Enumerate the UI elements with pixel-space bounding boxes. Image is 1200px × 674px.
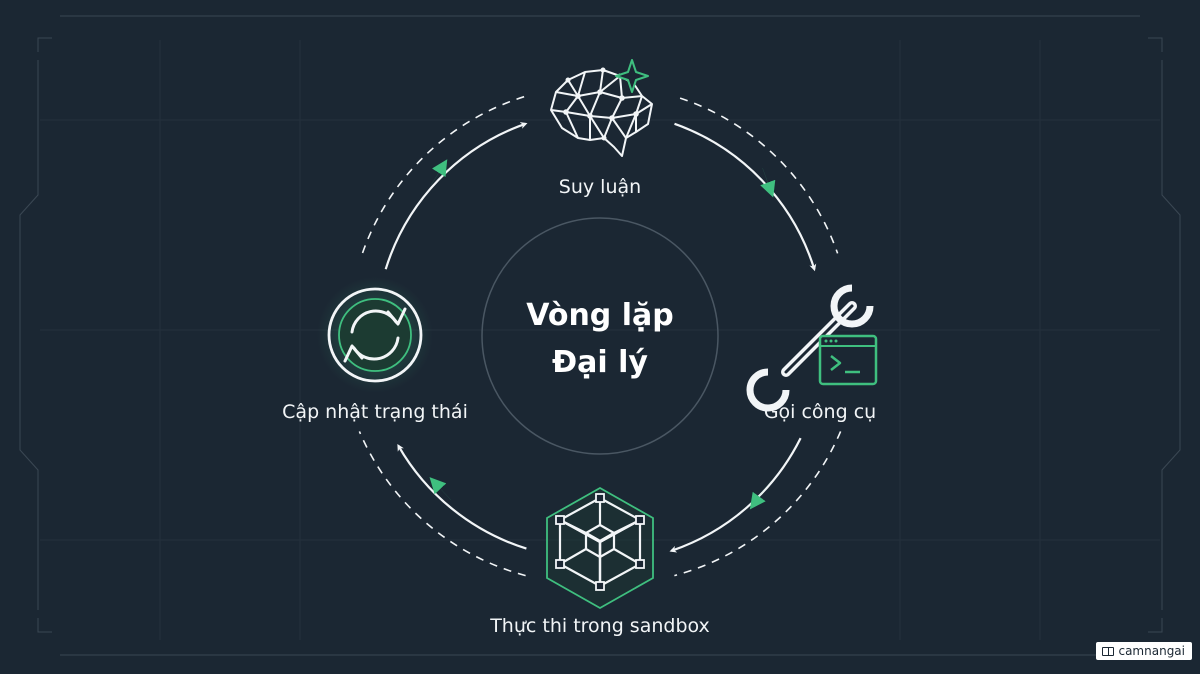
- node-reasoning: Suy luận: [550, 59, 653, 198]
- center-title-line1: Vòng lặp: [526, 298, 673, 333]
- accent-arrow-3: [429, 477, 452, 501]
- brain-vertices: [563, 67, 639, 141]
- wrench-terminal-icon: [746, 284, 878, 412]
- accent-arrowheads: [429, 159, 776, 510]
- arrow-state-to-reasoning: [384, 122, 528, 270]
- node-reasoning-label: Suy luận: [559, 176, 641, 198]
- node-sandbox-label: Thực thi trong sandbox: [489, 615, 710, 637]
- node-sandbox: Thực thi trong sandbox: [489, 486, 710, 637]
- book-icon: [1102, 646, 1115, 656]
- accent-arrow-1: [760, 167, 776, 198]
- center-ring: [481, 217, 719, 455]
- terminal-icon: [818, 334, 878, 386]
- cube-corners: [555, 493, 645, 591]
- node-state-update: Cập nhật trạng thái: [282, 277, 468, 423]
- arrow-reasoning-to-tool: [674, 122, 817, 272]
- arrow-tool-to-sandbox: [669, 437, 802, 553]
- refresh-icon: [343, 307, 407, 363]
- frame-decoration: [19, 15, 1181, 656]
- outer-dashed-ring: [358, 95, 842, 577]
- watermark-text: camnangai: [1118, 644, 1185, 658]
- node-tool-call-label: Gọi công cụ: [764, 401, 876, 423]
- accent-arrow-2: [749, 480, 771, 510]
- node-tool-call: Gọi công cụ: [746, 284, 878, 423]
- watermark-badge: camnangai: [1096, 642, 1192, 660]
- center-title-line2: Đại lý: [552, 345, 648, 380]
- sparkle-icon: [615, 59, 649, 93]
- accent-arrow-4: [430, 159, 448, 186]
- node-state-update-label: Cập nhật trạng thái: [282, 401, 468, 423]
- arrow-sandbox-to-state: [397, 443, 527, 550]
